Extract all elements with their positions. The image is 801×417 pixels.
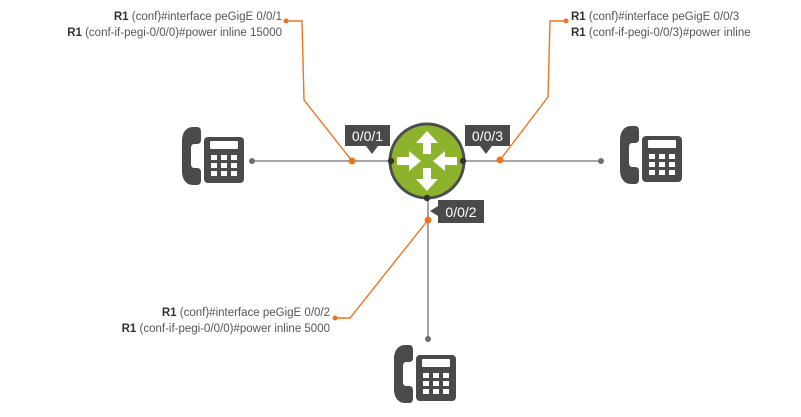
command-text: (conf)#interface peGigE 0/0/1 [129, 11, 282, 23]
command-text: (conf)#interface peGigE 0/0/3 [586, 11, 739, 23]
callout-dot [424, 216, 432, 224]
command-block-0-0-3: R1 (conf)#interface peGigE 0/0/3 R1 (con… [571, 11, 751, 39]
router-port-dot [459, 157, 467, 165]
callout-lines [286, 20, 566, 319]
callout-line-0-0-1 [286, 20, 353, 162]
command-line: R1 (conf)#interface peGigE 0/0/1 [114, 11, 282, 23]
port-label-0-0-2: 0/0/2 [430, 200, 484, 223]
router-arrows [397, 131, 457, 191]
device-name: R1 [162, 307, 177, 319]
device-name: R1 [114, 11, 129, 23]
link-endpoint [249, 158, 255, 164]
device-name: R1 [122, 323, 137, 335]
router-icon [387, 122, 467, 202]
command-text: (conf-if-pegi-0/0/0)#power inline 5000 [136, 323, 330, 335]
callout-line-0-0-3 [499, 20, 566, 161]
command-block-0-0-2: R1 (conf)#interface peGigE 0/0/2 R1 (con… [122, 307, 330, 335]
callout-line-0-0-2 [335, 219, 429, 319]
device-name: R1 [571, 11, 586, 23]
command-line: R1 (conf-if-pegi-0/0/3)#power inline [571, 27, 751, 39]
device-name: R1 [571, 27, 586, 39]
command-line: R1 (conf-if-pegi-0/0/0)#power inline 500… [122, 323, 330, 335]
port-label-0-0-1: 0/0/1 [345, 125, 390, 154]
port-label-text: 0/0/1 [352, 128, 383, 144]
router-port-dot [423, 194, 431, 202]
command-text: (conf)#interface peGigE 0/0/2 [177, 307, 330, 319]
phone-icon [620, 126, 682, 184]
command-text: (conf-if-pegi-0/0/0)#power inline 15000 [82, 27, 282, 39]
callout-dots [283, 18, 569, 321]
device-name: R1 [67, 27, 82, 39]
phone-icon [394, 345, 456, 403]
port-label-text: 0/0/3 [472, 128, 503, 144]
callout-dot [283, 18, 289, 24]
command-line: R1 (conf)#interface peGigE 0/0/2 [162, 307, 330, 319]
command-block-0-0-1: R1 (conf)#interface peGigE 0/0/1 R1 (con… [67, 11, 282, 39]
command-text: (conf-if-pegi-0/0/3)#power inline [586, 27, 751, 39]
command-line: R1 (conf-if-pegi-0/0/0)#power inline 150… [67, 27, 282, 39]
router-port-dot [387, 157, 395, 165]
link-endpoint [425, 336, 431, 342]
callout-dot [496, 156, 504, 164]
port-label-text: 0/0/2 [445, 204, 476, 220]
port-label-0-0-3: 0/0/3 [465, 125, 510, 154]
link-endpoint [598, 158, 604, 164]
callout-dot [348, 157, 356, 165]
command-line: R1 (conf)#interface peGigE 0/0/3 [571, 11, 739, 23]
phone-icon [182, 127, 244, 185]
callout-dot [332, 315, 338, 321]
callout-dot [563, 18, 569, 24]
